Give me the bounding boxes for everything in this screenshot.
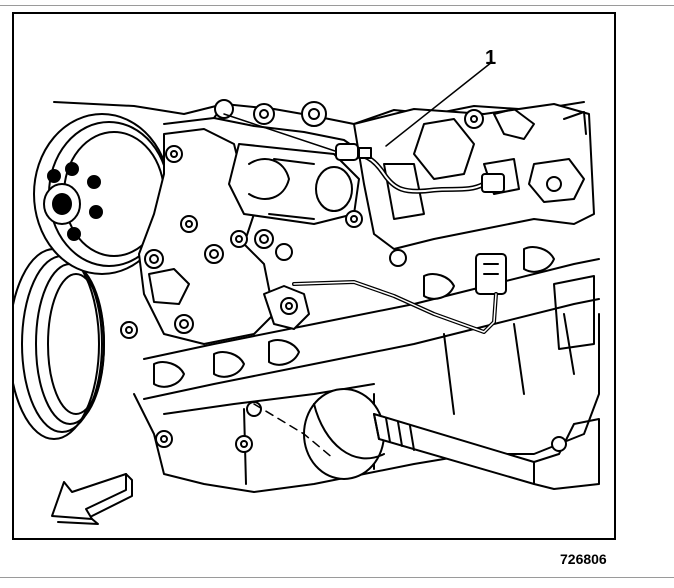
- bore-outline: [253, 403, 335, 460]
- fuel-line: [263, 280, 498, 334]
- water-pump-pulley: [33, 113, 171, 275]
- callout-leader: [385, 61, 493, 147]
- callout-label: 1: [485, 47, 497, 69]
- engine-illustration: [14, 61, 600, 525]
- sensor-pipe: [335, 143, 505, 194]
- engine-block: [133, 275, 600, 493]
- drive-shaft: [373, 413, 600, 490]
- bottom-rule: [0, 577, 674, 578]
- top-rule: [0, 5, 674, 6]
- upper-engine-outline: [53, 99, 585, 155]
- injector-rail: [143, 246, 600, 400]
- figure-number: 726806: [560, 551, 607, 567]
- direction-arrow-icon: [51, 473, 133, 525]
- crank-pulley: [14, 248, 105, 440]
- cylinder-component: [228, 143, 363, 261]
- diagram-frame: [12, 12, 616, 540]
- cylinder-head: [353, 103, 595, 250]
